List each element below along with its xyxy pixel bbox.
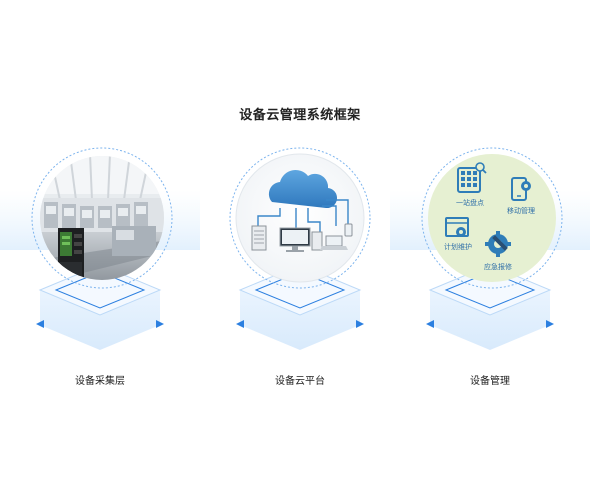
pedestal — [236, 264, 364, 350]
cloud-platform-column: 设备云平台 — [200, 0, 400, 488]
feature-label-emergency: 应急报修 — [484, 262, 512, 271]
controller-device — [58, 228, 84, 280]
wrench-gear-icon — [485, 231, 511, 257]
window-gear-icon — [445, 217, 469, 237]
collection-layer-column: 设备采集层 — [0, 0, 200, 488]
device-management-column: 一站盘点 移动管理 计划维护 — [390, 0, 590, 488]
collection-layer-graphic — [0, 147, 200, 350]
factory-photo — [40, 156, 164, 280]
dashed-ring — [31, 147, 173, 289]
caption-device-management: 设备管理 — [470, 376, 510, 387]
feature-label-inventory: 一站盘点 — [456, 198, 484, 207]
caption-cloud-platform: 设备云平台 — [275, 376, 325, 387]
page-title: 设备云管理系统框架 — [239, 108, 361, 123]
dashed-ring — [421, 147, 563, 289]
pedestal — [426, 264, 554, 350]
device-management-graphic: 一站盘点 移动管理 计划维护 — [390, 147, 590, 350]
caption-collection-layer: 设备采集层 — [75, 376, 125, 387]
mobile-gear-icon — [511, 177, 531, 201]
grid-search-icon — [457, 162, 487, 193]
dashed-ring — [229, 147, 371, 289]
feature-label-maintenance: 计划维护 — [444, 242, 472, 251]
feature-label-mobile: 移动管理 — [507, 206, 535, 215]
cloud-network-icon — [251, 169, 353, 252]
cloud-platform-graphic — [229, 147, 371, 350]
pedestal — [36, 264, 164, 350]
